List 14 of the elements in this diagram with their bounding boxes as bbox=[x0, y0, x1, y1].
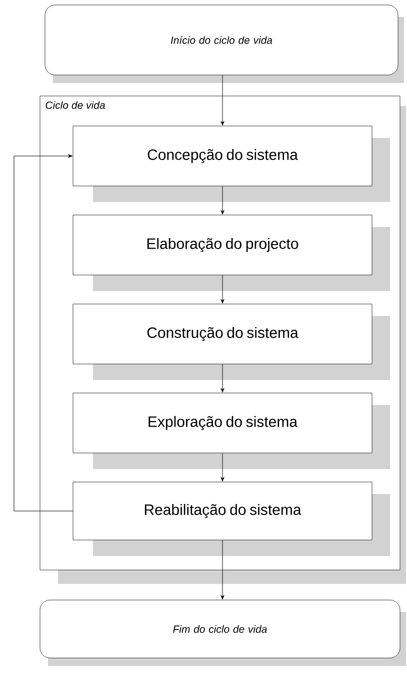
process-box: Exploração do sistema bbox=[72, 392, 390, 469]
terminal-box: Fim do ciclo de vida bbox=[40, 600, 406, 666]
arrow bbox=[220, 74, 224, 126]
arrow bbox=[220, 540, 224, 600]
arrow bbox=[220, 274, 224, 304]
arrow bbox=[14, 154, 74, 512]
process-box: Reabilitação do sistema bbox=[72, 482, 390, 556]
process-box: Elaboração do projecto bbox=[72, 214, 390, 291]
process-box: Concepção do sistema bbox=[72, 126, 390, 202]
arrow bbox=[220, 186, 224, 214]
arrow bbox=[220, 364, 224, 392]
process-box: Construção do sistema bbox=[72, 304, 390, 380]
terminal-box: Início do ciclo de vida bbox=[44, 4, 404, 83]
arrow bbox=[220, 452, 224, 482]
